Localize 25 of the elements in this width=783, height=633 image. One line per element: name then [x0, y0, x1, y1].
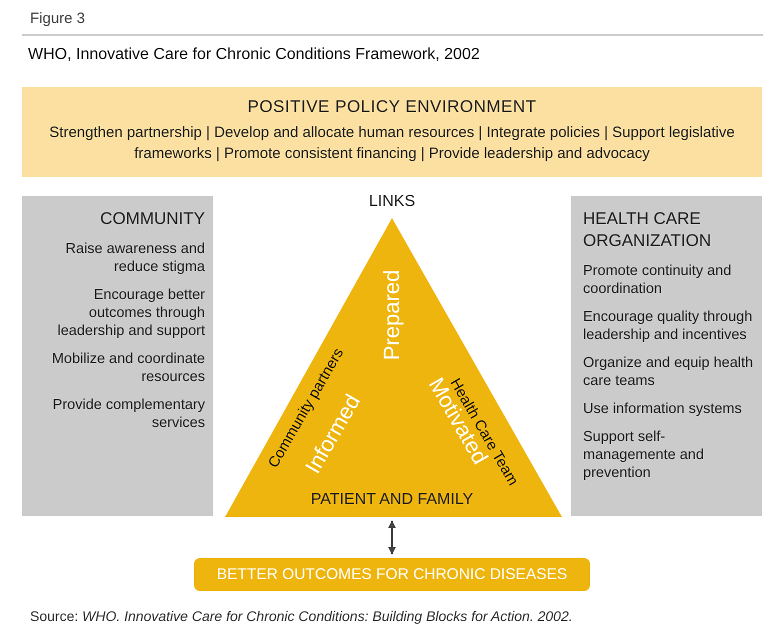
panel-text: Strengthen partnership | Develop and allocate human resources | Integrate policies | Support legislative frameworks | Promote consistent financing | Provide leadership and advocacy	[48, 123, 736, 164]
figure-title: WHO, Innovative Care for Chronic Conditions Framework, 2002	[28, 46, 480, 64]
list-item: Mobilize and coordinate resources	[50, 350, 205, 386]
panel-heading: COMMUNITY	[99, 208, 205, 230]
list-item: Support self-managemente and prevention	[583, 428, 705, 482]
triangle-word: Prepared	[379, 270, 405, 360]
list-item: Promote continuity and coordination	[583, 262, 732, 298]
organization-panel	[571, 196, 762, 516]
outcome-text: BETTER OUTCOMES FOR CHRONIC DISEASES	[216, 566, 568, 584]
list-item: Encourage quality through leadership and incentives	[583, 308, 754, 344]
panel-heading: HEALTH CARE ORGANIZATION	[583, 208, 712, 252]
policy-panel	[22, 87, 762, 177]
vertex-label: LINKS	[368, 193, 416, 211]
outcome-box	[194, 558, 590, 591]
community-panel	[22, 196, 213, 516]
list-item: Raise awareness and reduce stigma	[64, 240, 205, 276]
list-item: Use information systems	[583, 400, 743, 418]
list-item: Organize and equip health care teams	[583, 354, 754, 390]
list-item: Encourage better outcomes through leadership and support	[56, 286, 205, 340]
figure-number: Figure 3	[30, 10, 86, 27]
vertex-label: PATIENT AND FAMILY	[310, 491, 474, 509]
list-item: Provide complementary services	[52, 396, 205, 432]
double-arrow	[388, 520, 396, 555]
panel-heading: POSITIVE POLICY ENVIRONMENT	[246, 97, 538, 117]
source-caption: Source: WHO. Innovative Care for Chronic Conditions: Building Blocks for Action. 2002.	[30, 608, 573, 624]
